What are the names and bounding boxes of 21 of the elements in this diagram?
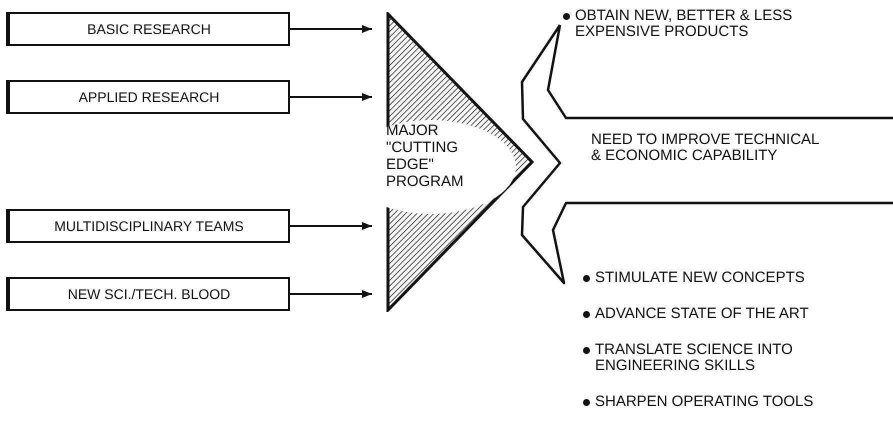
box-label: BASIC RESEARCH	[87, 21, 211, 37]
process-box	[6, 80, 290, 114]
box-label: MULTIDISCIPLINARY TEAMS	[54, 218, 244, 234]
band-label: NEED TO IMPROVE TECHNICAL & ECONOMIC CAPABILITY	[591, 132, 820, 164]
bullet-text: SHARPEN OPERATING TOOLS	[595, 394, 814, 410]
arrow	[290, 290, 372, 298]
process-box	[6, 209, 290, 243]
bullet-text: OBTAIN NEW, BETTER & LESS EXPENSIVE PRODUCTS	[575, 8, 794, 40]
bullet-text: TRANSLATE SCIENCE INTO ENGINEERING SKILLS	[595, 342, 794, 374]
box-label: APPLIED RESEARCH	[78, 89, 220, 105]
arrow	[290, 222, 372, 230]
arrow	[290, 25, 372, 33]
process-box	[6, 277, 290, 311]
bullet-text: ADVANCE STATE OF THE ART	[595, 306, 809, 322]
program-label: MAJOR "CUTTING EDGE" PROGRAM	[386, 122, 465, 190]
process-box	[6, 12, 290, 46]
brace-arrow-shape	[518, 24, 893, 286]
hatched-triangle	[386, 12, 534, 312]
arrow	[290, 93, 372, 101]
bullet-text: STIMULATE NEW CONCEPTS	[595, 270, 805, 286]
box-label: NEW SCI./TECH. BLOOD	[68, 286, 230, 302]
